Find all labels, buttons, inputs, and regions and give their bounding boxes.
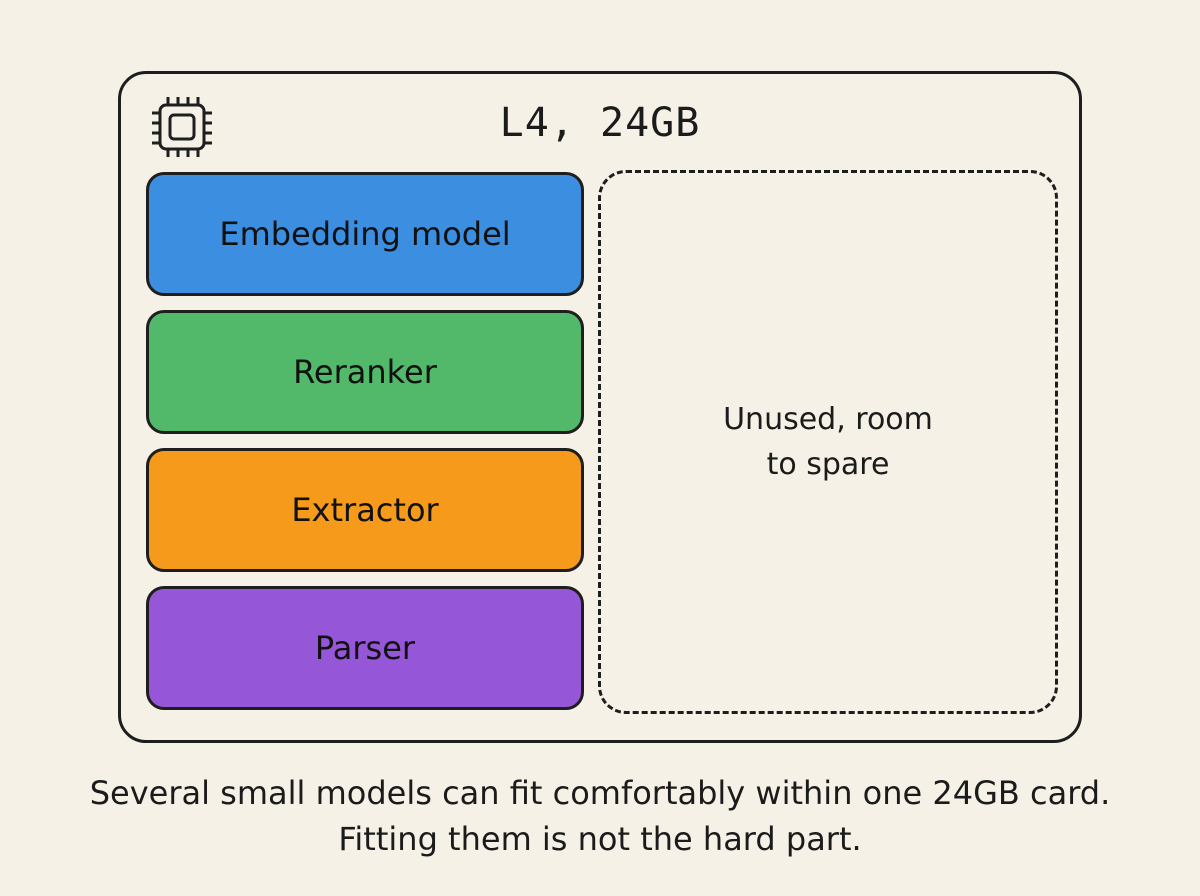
embedding-model-label: Embedding model xyxy=(219,215,511,253)
reranker-block: Reranker xyxy=(146,310,584,434)
card-title: L4, 24GB xyxy=(499,100,701,146)
extractor-block: Extractor xyxy=(146,448,584,572)
chip-icon xyxy=(152,97,212,157)
unused-space: Unused, room to spare xyxy=(598,170,1058,714)
parser-block: Parser xyxy=(146,586,584,710)
embedding-model-block: Embedding model xyxy=(146,172,584,296)
gpu-card xyxy=(118,71,1082,743)
diagram-caption: Several small models can fit comfortably… xyxy=(89,774,1111,859)
reranker-label: Reranker xyxy=(293,353,437,391)
extractor-label: Extractor xyxy=(291,491,439,529)
parser-label: Parser xyxy=(314,629,416,667)
unused-space-label: Unused, room to spare xyxy=(723,402,933,482)
